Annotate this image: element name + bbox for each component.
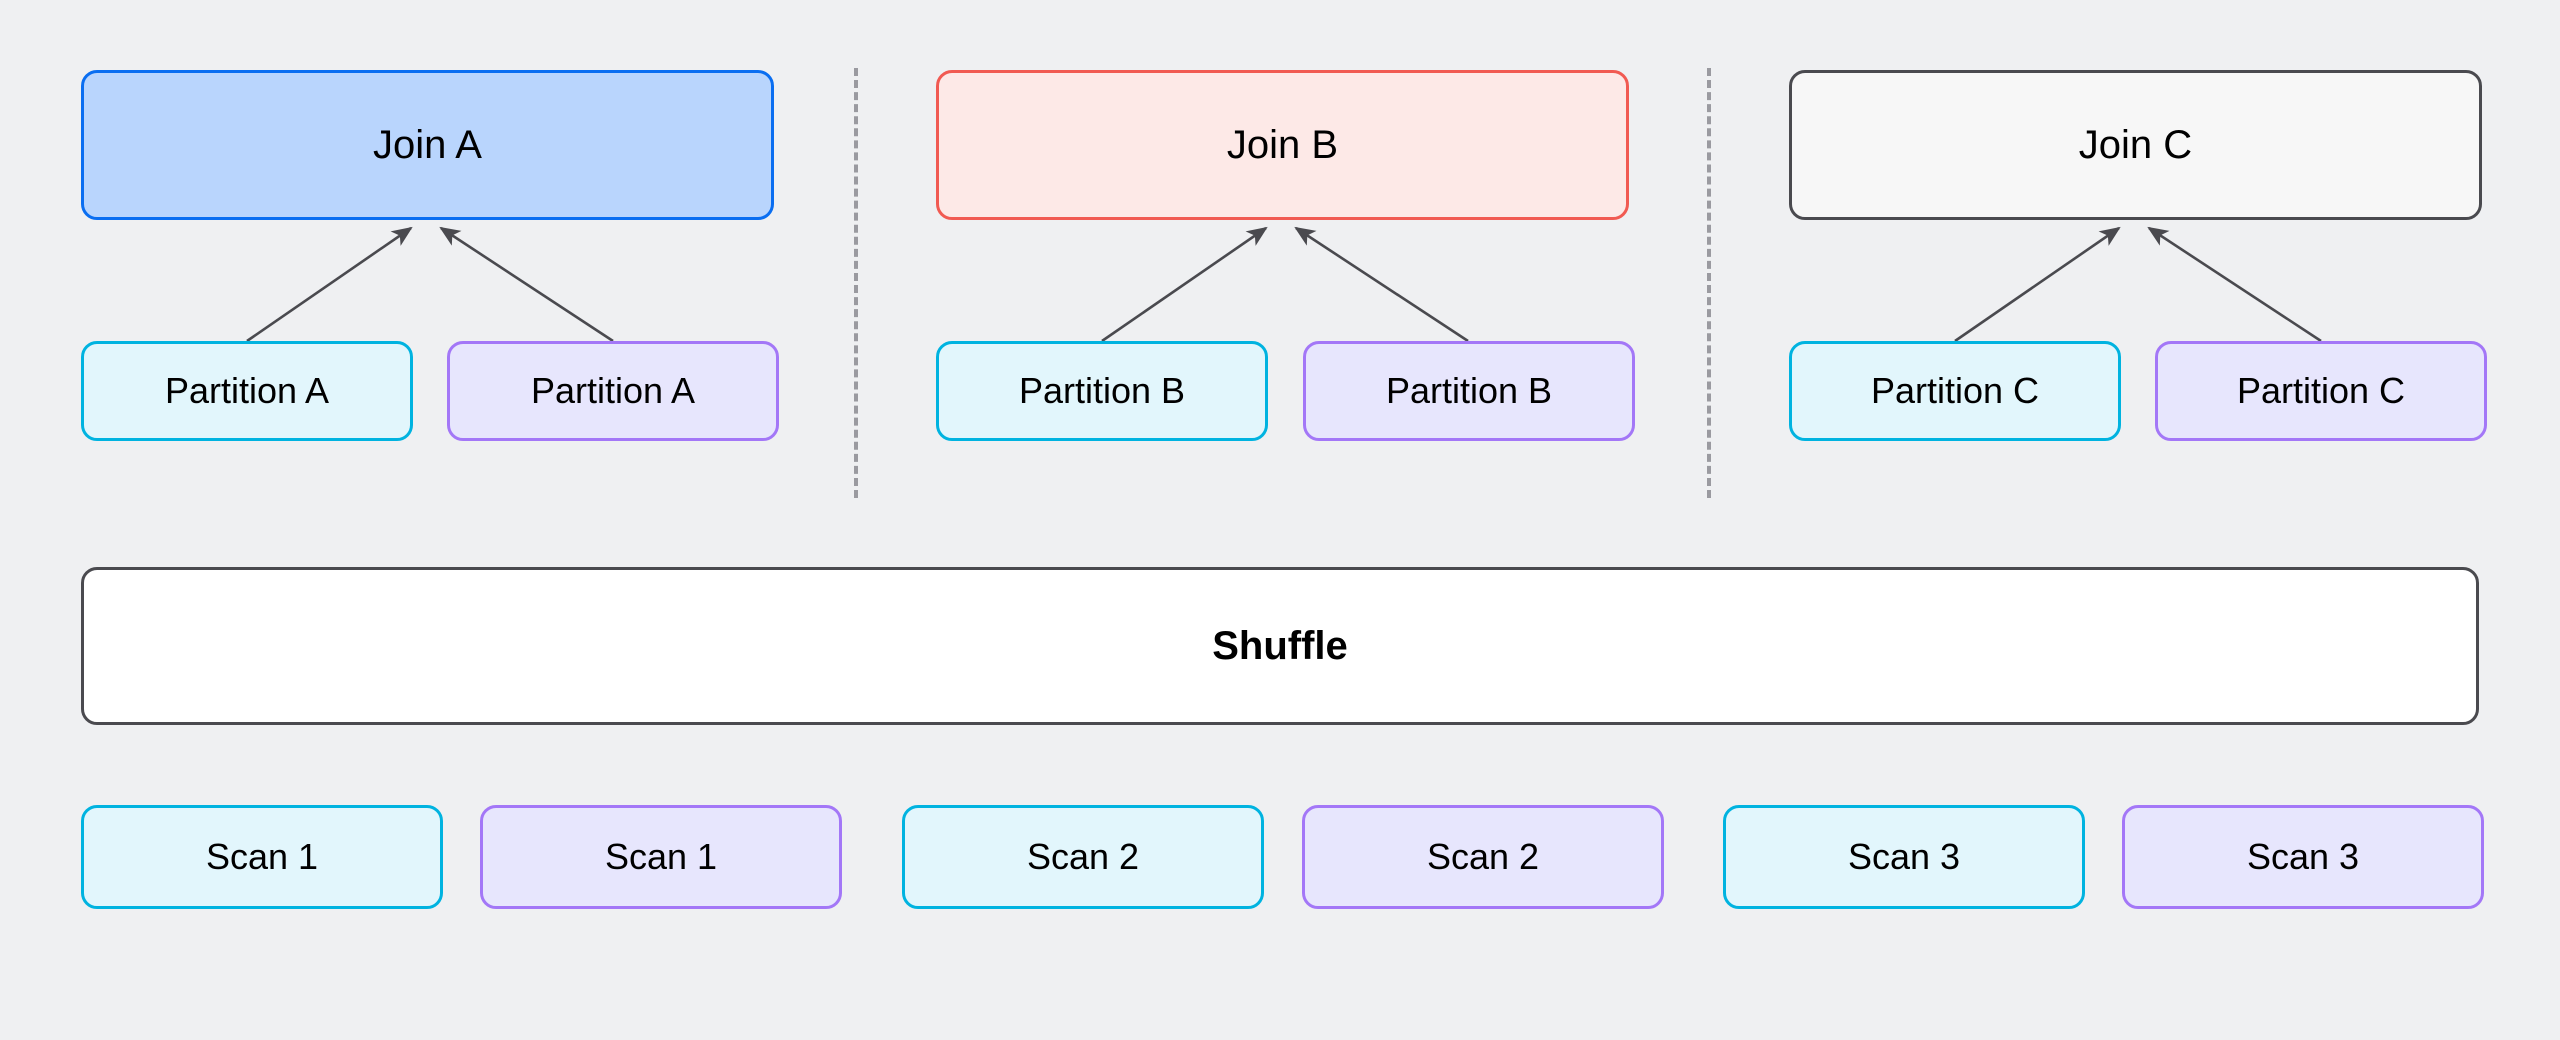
edge-arrow (1954, 226, 2121, 343)
edge-arrow (439, 226, 614, 343)
join-label: Join B (1226, 123, 1339, 167)
partition-node[interactable]: Partition A (81, 341, 413, 441)
scan-label: Scan 1 (205, 836, 319, 878)
join-node-c[interactable]: Join C (1789, 70, 2482, 220)
edge-arrow (1101, 226, 1268, 343)
scan-node[interactable]: Scan 2 (902, 805, 1264, 909)
partition-node[interactable]: Partition B (1303, 341, 1635, 441)
join-node-a[interactable]: Join A (81, 70, 774, 220)
scan-node[interactable]: Scan 3 (2122, 805, 2484, 909)
scan-node[interactable]: Scan 2 (1302, 805, 1664, 909)
edge-arrow (1294, 226, 1469, 343)
scan-label: Scan 1 (604, 836, 718, 878)
partition-node[interactable]: Partition C (1789, 341, 2121, 441)
shuffle-node[interactable]: Shuffle (81, 567, 2479, 725)
scan-node[interactable]: Scan 1 (81, 805, 443, 909)
group-divider (1707, 68, 1711, 498)
partition-node[interactable]: Partition A (447, 341, 779, 441)
group-divider (854, 68, 858, 498)
join-label: Join A (373, 123, 482, 167)
scan-label: Scan 2 (1026, 836, 1140, 878)
join-label: Join C (2078, 123, 2193, 167)
join-node-b[interactable]: Join B (936, 70, 1629, 220)
partition-label: Partition C (2236, 370, 2406, 412)
shuffle-label: Shuffle (1212, 624, 1348, 668)
scan-label: Scan 3 (1847, 836, 1961, 878)
scan-label: Scan 3 (2246, 836, 2360, 878)
scan-label: Scan 2 (1426, 836, 1540, 878)
partition-label: Partition C (1870, 370, 2040, 412)
partition-label: Partition B (1385, 370, 1553, 412)
partition-label: Partition B (1018, 370, 1186, 412)
scan-node[interactable]: Scan 1 (480, 805, 842, 909)
scan-node[interactable]: Scan 3 (1723, 805, 2085, 909)
edge-arrow (2147, 226, 2322, 343)
partition-node[interactable]: Partition B (936, 341, 1268, 441)
partition-label: Partition A (530, 370, 696, 412)
edge-arrow (246, 226, 413, 343)
partition-node[interactable]: Partition C (2155, 341, 2487, 441)
partition-label: Partition A (164, 370, 330, 412)
